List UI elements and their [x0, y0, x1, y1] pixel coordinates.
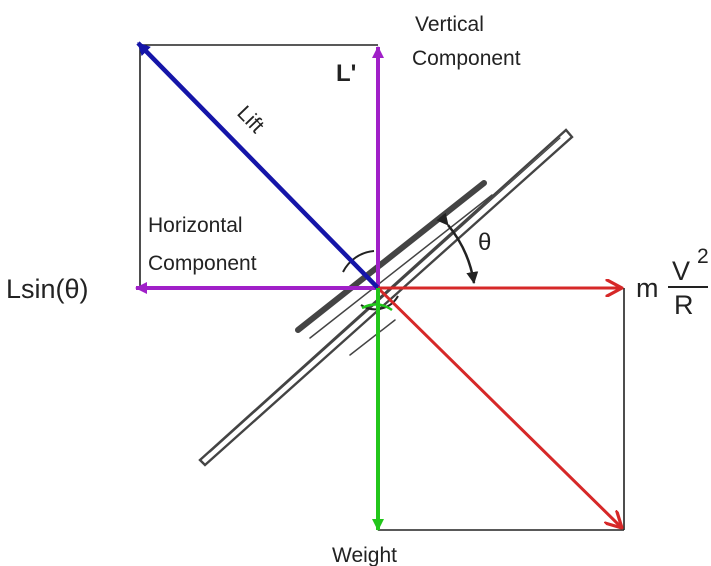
- weight-label: Weight: [332, 544, 397, 566]
- horizontal-component-label-line1: Horizontal: [148, 214, 243, 237]
- centripetal-force-label: m V 2 R: [636, 245, 709, 320]
- horizontal-formula-label: Lsin(θ): [6, 274, 89, 304]
- horizontal-component-label-line2: Component: [148, 252, 257, 275]
- aircraft-wing: [295, 180, 487, 333]
- vertical-component-label-line1: Vertical: [415, 13, 484, 36]
- lift-prime-label: L': [336, 60, 356, 87]
- resultant-force-arrow: [376, 286, 622, 528]
- aircraft-tail: [349, 319, 396, 356]
- lift-arrow: [136, 41, 380, 290]
- centripetal-mass-label: m: [636, 273, 659, 303]
- centripetal-exponent-label: 2: [697, 245, 709, 268]
- centripetal-radius-label: R: [674, 290, 694, 320]
- weight-origin-mark: [361, 303, 393, 312]
- aircraft-wing-edge: [309, 194, 493, 339]
- centripetal-velocity-label: V: [672, 256, 690, 286]
- vertical-component-label-line2: Component: [412, 47, 521, 70]
- construction-lines: [139, 44, 625, 531]
- theta-angle-arc: [436, 212, 479, 284]
- lift-label: Lift: [232, 101, 268, 137]
- theta-label: θ: [478, 229, 491, 256]
